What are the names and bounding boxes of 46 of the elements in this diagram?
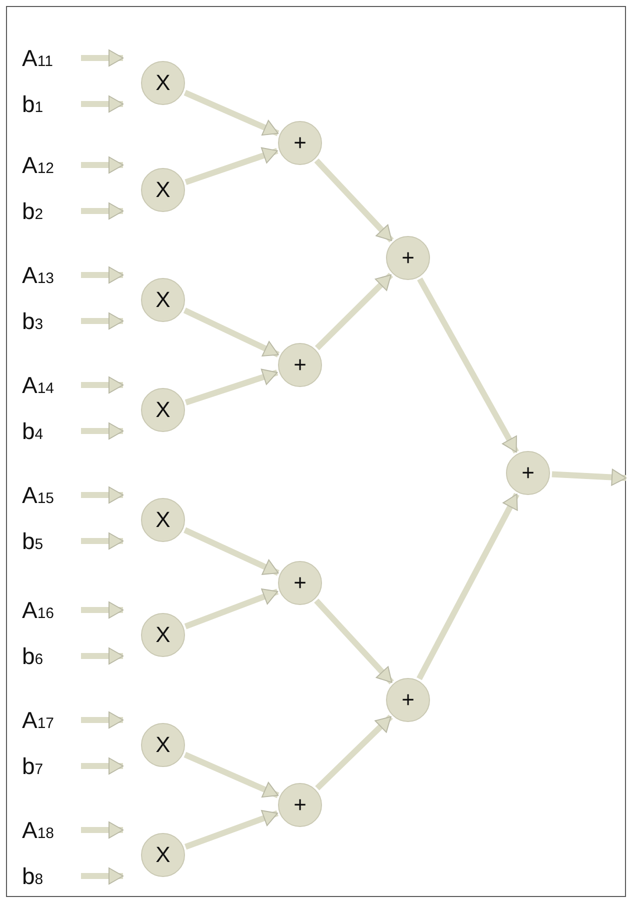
arrow — [314, 598, 394, 684]
operator-symbol: + — [402, 247, 414, 269]
operator-symbol: X — [156, 734, 170, 756]
arrow — [81, 758, 124, 774]
operator-symbol: X — [156, 399, 170, 421]
arrow — [183, 308, 280, 358]
arrow — [81, 266, 124, 284]
operator-symbol: X — [156, 509, 170, 531]
arrow — [81, 602, 124, 618]
arrow — [184, 368, 278, 406]
arrow — [184, 810, 278, 850]
operator-symbol: X — [156, 72, 170, 94]
arrow — [81, 868, 124, 884]
arrow — [81, 312, 124, 330]
operator-symbol: + — [294, 132, 306, 154]
arrow — [81, 202, 124, 220]
arrow — [81, 422, 124, 440]
operator-symbol: + — [294, 572, 306, 594]
arrow — [184, 527, 280, 576]
arrow — [81, 486, 124, 504]
operator-symbol: + — [294, 354, 306, 376]
arrow — [81, 156, 124, 174]
arrow — [81, 96, 124, 112]
arrow — [417, 278, 519, 454]
operator-symbol: + — [522, 462, 534, 484]
arrow — [184, 588, 279, 630]
arrow — [552, 468, 626, 486]
operator-symbol: X — [156, 289, 170, 311]
operator-symbol: X — [156, 624, 170, 646]
arrow — [314, 272, 394, 350]
operator-symbol: X — [156, 179, 170, 201]
arrow — [314, 158, 394, 243]
arrow — [81, 50, 124, 66]
arrow — [315, 714, 393, 790]
arrow — [416, 492, 520, 680]
arrow — [184, 147, 278, 186]
arrow — [184, 752, 280, 798]
arrow — [184, 90, 280, 136]
arrow — [81, 376, 124, 394]
arrow — [81, 712, 124, 728]
operator-symbol: + — [294, 794, 306, 816]
operator-symbol: + — [402, 689, 414, 711]
arrow — [81, 822, 124, 838]
arrow — [81, 532, 124, 550]
arrow — [81, 648, 124, 664]
operator-symbol: X — [156, 844, 170, 866]
